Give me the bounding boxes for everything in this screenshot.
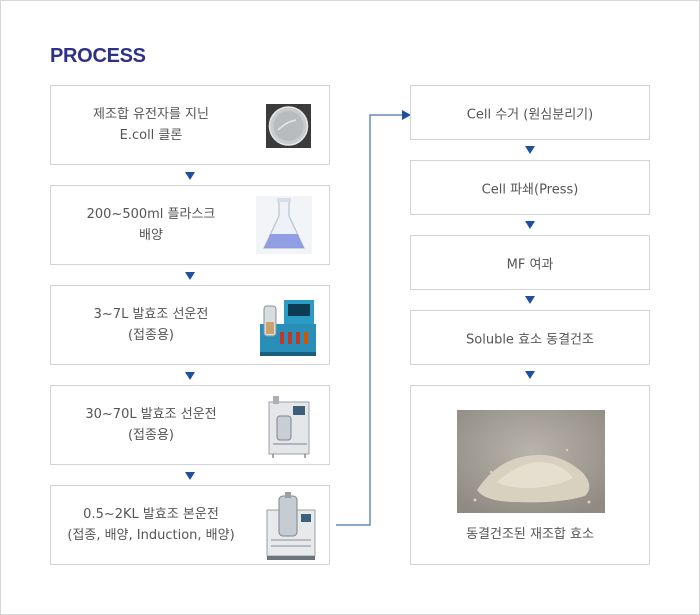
step-fermenter-0-5-2kl: 0.5~2KL 발효조 본운전 (접종, 배양, Induction, 배양): [50, 485, 330, 565]
final-step-label: 동결건조된 재조합 효소: [466, 527, 594, 542]
step-label: Cell 파쇄(Press): [481, 182, 579, 197]
arrow-down-icon: [525, 221, 535, 229]
arrow-down-icon: [525, 371, 535, 379]
step-label: 30~70L 발효조 선운전 (접종용): [85, 407, 217, 443]
arrow-down-icon: [185, 372, 195, 380]
petri-dish-icon: [266, 104, 311, 148]
step-label: 제조합 유전자를 지닌 E.coll 클론: [93, 107, 209, 143]
arrow-down-icon: [525, 296, 535, 304]
fermenter-small-icon: [260, 300, 316, 356]
fermenter-large-icon: [266, 492, 316, 560]
step-label: 200~500ml 플라스크 배양: [86, 207, 216, 243]
page-title: PROCESS: [50, 45, 146, 67]
step-label: Soluble 효소 동결건조: [466, 332, 594, 347]
arrow-down-icon: [185, 272, 195, 280]
arrow-right-icon: [402, 110, 411, 120]
step-flask-culture: 200~500ml 플라스크 배양: [50, 185, 330, 265]
arrow-down-icon: [185, 472, 195, 480]
step-fermenter-30-70l: 30~70L 발효조 선운전 (접종용): [50, 385, 330, 465]
step-freeze-dry: Soluble 효소 동결건조: [410, 310, 650, 365]
arrow-down-icon: [185, 172, 195, 180]
step-mf-filtration: MF 여과: [410, 235, 650, 290]
step-cell-disruption: Cell 파쇄(Press): [410, 160, 650, 215]
fermenter-medium-icon: [268, 396, 310, 458]
step-label: 0.5~2KL 발효조 본운전 (접종, 배양, Induction, 배양): [67, 507, 235, 543]
step-label: Cell 수거 (원심분리기): [466, 107, 594, 122]
step-ecoli-clone: 제조합 유전자를 지닌 E.coll 클론: [50, 85, 330, 165]
step-cell-harvest: Cell 수거 (원심분리기): [410, 85, 650, 140]
powder-photo: [457, 410, 605, 513]
step-fermenter-3-7l: 3~7L 발효조 선운전 (접종용): [50, 285, 330, 365]
flask-icon: [256, 196, 312, 254]
step-label: MF 여과: [506, 257, 554, 272]
arrow-down-icon: [525, 146, 535, 154]
step-final-enzyme: 동결건조된 재조합 효소: [410, 385, 650, 565]
step-label: 3~7L 발효조 선운전 (접종용): [93, 307, 209, 343]
connector-arrow: [336, 110, 411, 526]
